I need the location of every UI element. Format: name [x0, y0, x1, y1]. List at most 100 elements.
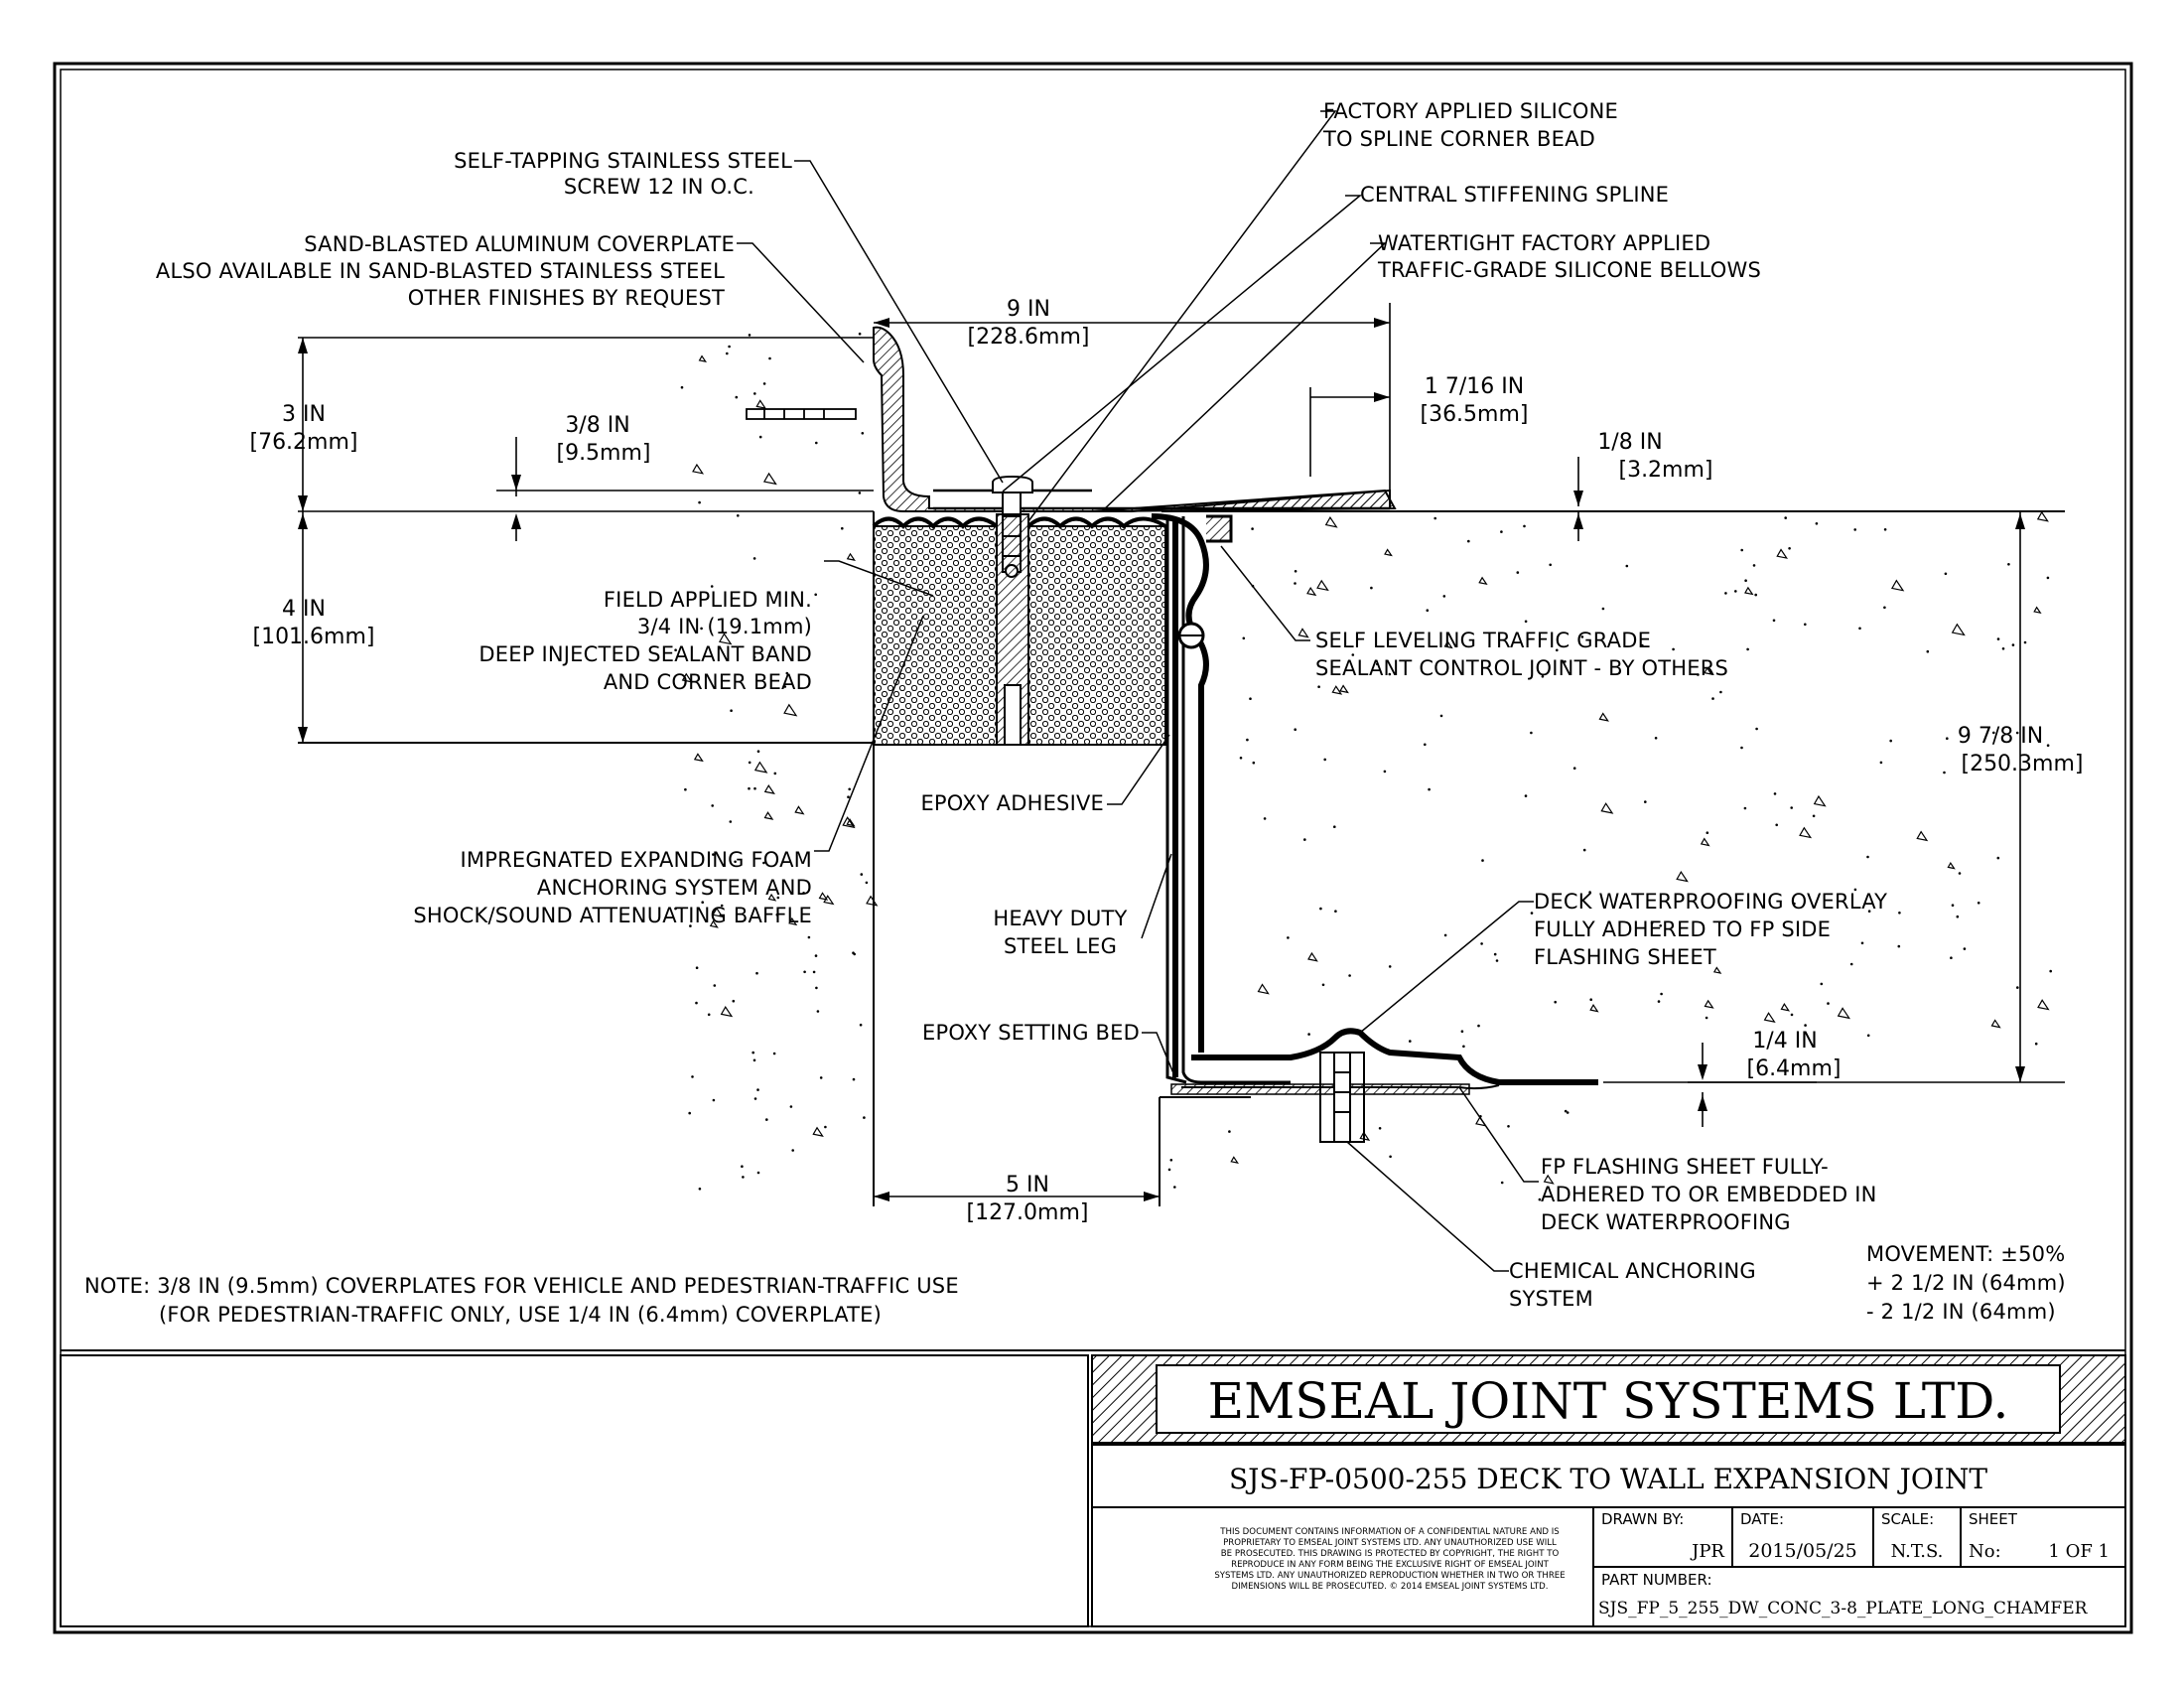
aggregate-dot — [1752, 564, 1756, 567]
aggregate-dot — [711, 804, 714, 807]
concrete-stipple — [674, 332, 2052, 1201]
aggregate-mark — [1951, 623, 1966, 636]
aggregate-mark — [1947, 861, 1956, 870]
aggregate-dot — [1378, 1127, 1382, 1130]
aggregate-dot — [1541, 675, 1545, 678]
dimension-arrows — [298, 318, 2025, 1201]
callout-anchoring-line2: SYSTEM — [1509, 1287, 1593, 1311]
aggregate-dot — [775, 913, 779, 916]
aggregate-dot — [752, 557, 756, 560]
aggregate-mark — [1990, 1019, 2001, 1029]
aggregate-dot — [1507, 1125, 1510, 1128]
aggregate-mark — [767, 893, 777, 902]
aggregate-mark — [788, 916, 798, 926]
aggregate-mark — [755, 399, 767, 409]
aggregate-mark — [1598, 712, 1609, 722]
aggregate-dot — [1388, 965, 1392, 968]
callout-flashing: FP FLASHING SHEET FULLY- ADHERED TO OR E… — [1541, 1155, 1876, 1234]
aggregate-mark — [1837, 1007, 1850, 1020]
aggregate-dot — [734, 860, 737, 864]
dim-3-metric: [76.2mm] — [249, 430, 357, 455]
callout-coverplate-line2: ALSO AVAILABLE IN SAND-BLASTED STAINLESS… — [156, 259, 725, 283]
aggregate-dot — [841, 526, 844, 530]
aggregate-dot — [1495, 959, 1499, 962]
aggregate-mark — [1799, 826, 1813, 839]
aggregate-dot — [1460, 1030, 1464, 1033]
aggregate-mark — [709, 919, 719, 928]
aggregate-dot — [807, 935, 811, 939]
aggregate-dot — [1659, 924, 1662, 927]
aggregate-dot — [1943, 771, 1946, 774]
leader-lines — [737, 110, 1539, 1272]
aggregate-dot — [824, 1125, 827, 1129]
aggregate-dot — [1580, 635, 1584, 638]
aggregate-dot — [1307, 1033, 1310, 1036]
callout-screw-line2: SCREW 12 IN O.C. — [564, 175, 754, 199]
chemical-anchor — [1319, 1052, 1365, 1143]
aggregate-dot — [1897, 944, 1901, 948]
aggregate-dot — [1898, 912, 1901, 914]
aggregate-dot — [1549, 563, 1552, 567]
aggregate-mark — [2036, 510, 2049, 522]
aggregate-dot — [710, 585, 714, 588]
dim-1716-metric: [36.5mm] — [1420, 402, 1528, 427]
disclaimer-line6: DIMENSIONS WILL BE PROSECUTED. © 2014 EM… — [1232, 1582, 1549, 1592]
aggregate-dot — [772, 1052, 776, 1055]
aggregate-dot — [1443, 933, 1447, 937]
aggregate-dot — [1820, 982, 1824, 986]
aggregate-dot — [852, 1077, 856, 1081]
aggregate-dot — [741, 1165, 744, 1168]
aggregate-mark — [1712, 966, 1722, 974]
aggregate-dot — [1858, 627, 1861, 631]
aggregate-dot — [1827, 1002, 1830, 1005]
aggregate-dot — [1252, 761, 1256, 765]
aggregate-dot — [776, 896, 780, 900]
dim-1716-imperial: 1 7/16 IN — [1425, 374, 1524, 399]
disclaimer-line5: SYSTEMS LTD. ANY UNAUTHORIZED REPRODUCTI… — [1214, 1571, 1565, 1581]
aggregate-dot — [1740, 548, 1743, 552]
aggregate-dot — [1538, 1197, 1542, 1201]
aggregate-dot — [819, 1076, 823, 1079]
sheet-value: 1 OF 1 — [2048, 1541, 2110, 1562]
aggregate-dot — [1376, 662, 1379, 666]
aggregate-dot — [1251, 527, 1254, 530]
aggregate-dot — [1303, 838, 1306, 841]
aggregate-mark — [1307, 951, 1318, 962]
bellows-body — [1151, 513, 1233, 1053]
aggregate-dot — [2046, 576, 2050, 580]
callout-bellows: WATERTIGHT FACTORY APPLIED TRAFFIC-GRADE… — [1377, 231, 1761, 282]
aggregate-dot — [1657, 1000, 1661, 1003]
aggregate-mark — [1297, 628, 1309, 638]
aggregate-mark — [842, 816, 856, 829]
traffic-note: NOTE: 3/8 IN (9.5mm) COVERPLATES FOR VEH… — [84, 1274, 959, 1327]
aggregate-dot — [803, 970, 806, 974]
aggregate-dot — [1467, 539, 1470, 543]
aggregate-dot — [701, 901, 704, 904]
aggregate-dot — [1242, 636, 1246, 640]
aggregate-mark — [846, 552, 856, 561]
callout-foam: IMPREGNATED EXPANDING FOAM ANCHORING SYS… — [413, 848, 811, 927]
aggregate-dot — [730, 709, 733, 712]
dim-width-9: 9 IN [228.6mm] — [967, 297, 1089, 350]
aggregate-dot — [2046, 744, 2050, 747]
aggregate-dot — [712, 853, 715, 856]
aggregate-dot — [1853, 528, 1856, 531]
part-number-label: PART NUMBER: — [1601, 1571, 1712, 1589]
aggregate-dot — [1442, 595, 1446, 598]
scale-label: SCALE: — [1881, 1510, 1934, 1528]
aggregate-dot — [1348, 974, 1351, 977]
dim-total-978: 9 7/8 IN [250.3mm] — [1958, 724, 2084, 776]
aggregate-dot — [1740, 746, 1743, 750]
aggregate-mark — [2033, 606, 2042, 615]
aggregate-mark — [753, 761, 768, 774]
aggregate-mark — [1230, 1156, 1239, 1164]
aggregate-dot — [758, 435, 762, 439]
aggregate-dot — [1866, 855, 1869, 859]
aggregate-dot — [1263, 817, 1267, 820]
aggregate-dot — [1804, 623, 1807, 627]
aggregate-dot — [1996, 637, 2000, 640]
aggregate-dot — [1530, 912, 1534, 914]
aggregate-dot — [1370, 586, 1373, 590]
part-number-value: SJS_FP_5_255_DW_CONC_3-8_PLATE_LONG_CHAM… — [1598, 1599, 2089, 1618]
